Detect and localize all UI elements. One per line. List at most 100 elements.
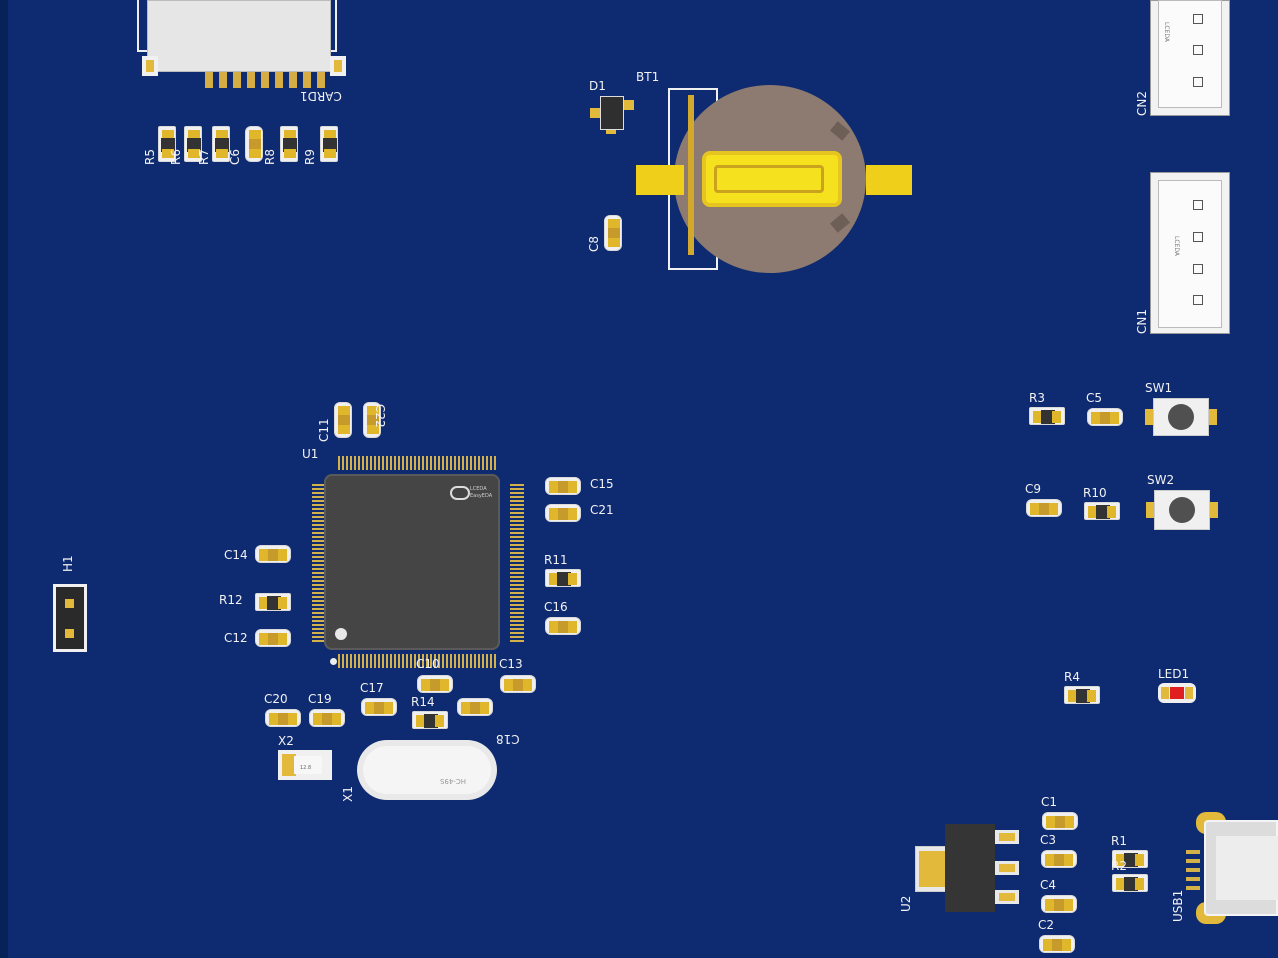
h1-header (53, 584, 87, 652)
c9-capacitor (1026, 499, 1062, 517)
c17-capacitor (361, 698, 397, 716)
sw1-label: SW1 (1145, 381, 1173, 395)
sw2-label: SW2 (1147, 473, 1175, 487)
x2-crystal (278, 750, 332, 780)
r3-resistor (1029, 407, 1065, 425)
c8-label: C8 (587, 235, 601, 252)
r6-resistor (184, 126, 202, 162)
r14-resistor (412, 711, 448, 729)
c14-capacitor (255, 545, 291, 563)
c20-capacitor (265, 709, 301, 727)
r4-resistor (1064, 686, 1100, 704)
x2-marking: 12.8 (300, 765, 312, 771)
r3-label: R3 (1029, 391, 1045, 405)
r10-label: R10 (1083, 486, 1107, 500)
r12-label: R12 (219, 593, 243, 607)
r1-label: R1 (1111, 834, 1127, 848)
sw2-switch[interactable] (1146, 490, 1218, 530)
sw1-switch[interactable] (1145, 398, 1217, 436)
c2-capacitor (1039, 935, 1075, 953)
c17-label: C17 (360, 681, 384, 695)
c15-label: C15 (590, 477, 614, 491)
c6-label: C6 (228, 148, 242, 165)
c10-label: C10 (416, 657, 440, 671)
c4-label: C4 (1040, 878, 1057, 892)
r12-resistor (255, 593, 291, 611)
r7-label: R7 (197, 149, 211, 165)
r9-label: R9 (303, 149, 317, 165)
usb1-connector (1186, 812, 1278, 924)
led1-label: LED1 (1158, 667, 1190, 681)
c13-capacitor (500, 675, 536, 693)
c10-capacitor (417, 675, 453, 693)
r5-label: R5 (143, 149, 157, 165)
r5-resistor (158, 126, 176, 162)
x1-marking: HC-49S (440, 777, 467, 785)
c11-capacitor (334, 402, 352, 438)
r10-resistor (1084, 502, 1120, 520)
x1-crystal (357, 740, 497, 800)
c15-capacitor (545, 477, 581, 495)
r14-label: R14 (411, 695, 435, 709)
r4-label: R4 (1064, 670, 1080, 684)
c20-label: C20 (264, 692, 288, 706)
c22-capacitor (363, 402, 381, 438)
bt1-label: BT1 (636, 70, 660, 84)
cn1-connector (1150, 172, 1230, 334)
chip-logo-line2: EasyEDA (470, 493, 493, 499)
c13-label: C13 (499, 657, 523, 671)
x2-label: X2 (278, 734, 294, 748)
r9-resistor (320, 126, 338, 162)
c19-label: C19 (308, 692, 332, 706)
r2-label: R2 (1111, 859, 1127, 873)
c3-capacitor (1041, 850, 1077, 868)
c14-label: C14 (224, 548, 248, 562)
r6-label: R6 (169, 149, 183, 165)
cn2-lceda-text: LCEDA (1163, 22, 1170, 42)
c11-label: C11 (317, 418, 331, 442)
cn1-lceda-text: LCEDA (1173, 236, 1180, 256)
chip-logo-line1: LCEDA (470, 486, 487, 492)
card1-footprint (137, 0, 347, 90)
c22-label: C22 (373, 404, 387, 428)
cloud-logo-icon (450, 486, 470, 500)
c21-capacitor (545, 504, 581, 522)
c2-label: C2 (1038, 918, 1055, 932)
bt1-coin-cell-holder (636, 85, 916, 275)
u2-regulator (915, 824, 1020, 912)
u1-label: U1 (302, 447, 319, 461)
c5-label: C5 (1086, 391, 1103, 405)
c18-capacitor (457, 698, 493, 716)
r2-resistor (1112, 874, 1148, 892)
c16-capacitor (545, 617, 581, 635)
r7-resistor (212, 126, 230, 162)
c12-capacitor (255, 629, 291, 647)
c9-label: C9 (1025, 482, 1042, 496)
d1-diode (590, 96, 634, 134)
cn2-connector (1150, 0, 1230, 116)
c19-capacitor (309, 709, 345, 727)
u2-label: U2 (899, 895, 913, 912)
c12-label: C12 (224, 631, 248, 645)
led1-led (1158, 683, 1196, 703)
cn2-label: CN2 (1135, 91, 1149, 116)
card1-label: CARD1 (300, 89, 342, 103)
u1-mcu: LCEDA EasyEDA (310, 454, 528, 672)
c8-capacitor (604, 215, 622, 251)
r8-resistor (280, 126, 298, 162)
r11-resistor (545, 569, 581, 587)
board-edge (0, 0, 8, 958)
h1-label: H1 (61, 555, 75, 572)
x1-label: X1 (341, 786, 355, 802)
usb1-label: USB1 (1171, 889, 1185, 922)
r11-label: R11 (544, 553, 568, 567)
r1-resistor (1112, 850, 1148, 868)
c4-capacitor (1041, 895, 1077, 913)
cn1-label: CN1 (1135, 309, 1149, 334)
c16-label: C16 (544, 600, 568, 614)
c21-label: C21 (590, 503, 614, 517)
c1-capacitor (1042, 812, 1078, 830)
c5-capacitor (1087, 408, 1123, 426)
c3-label: C3 (1040, 833, 1057, 847)
